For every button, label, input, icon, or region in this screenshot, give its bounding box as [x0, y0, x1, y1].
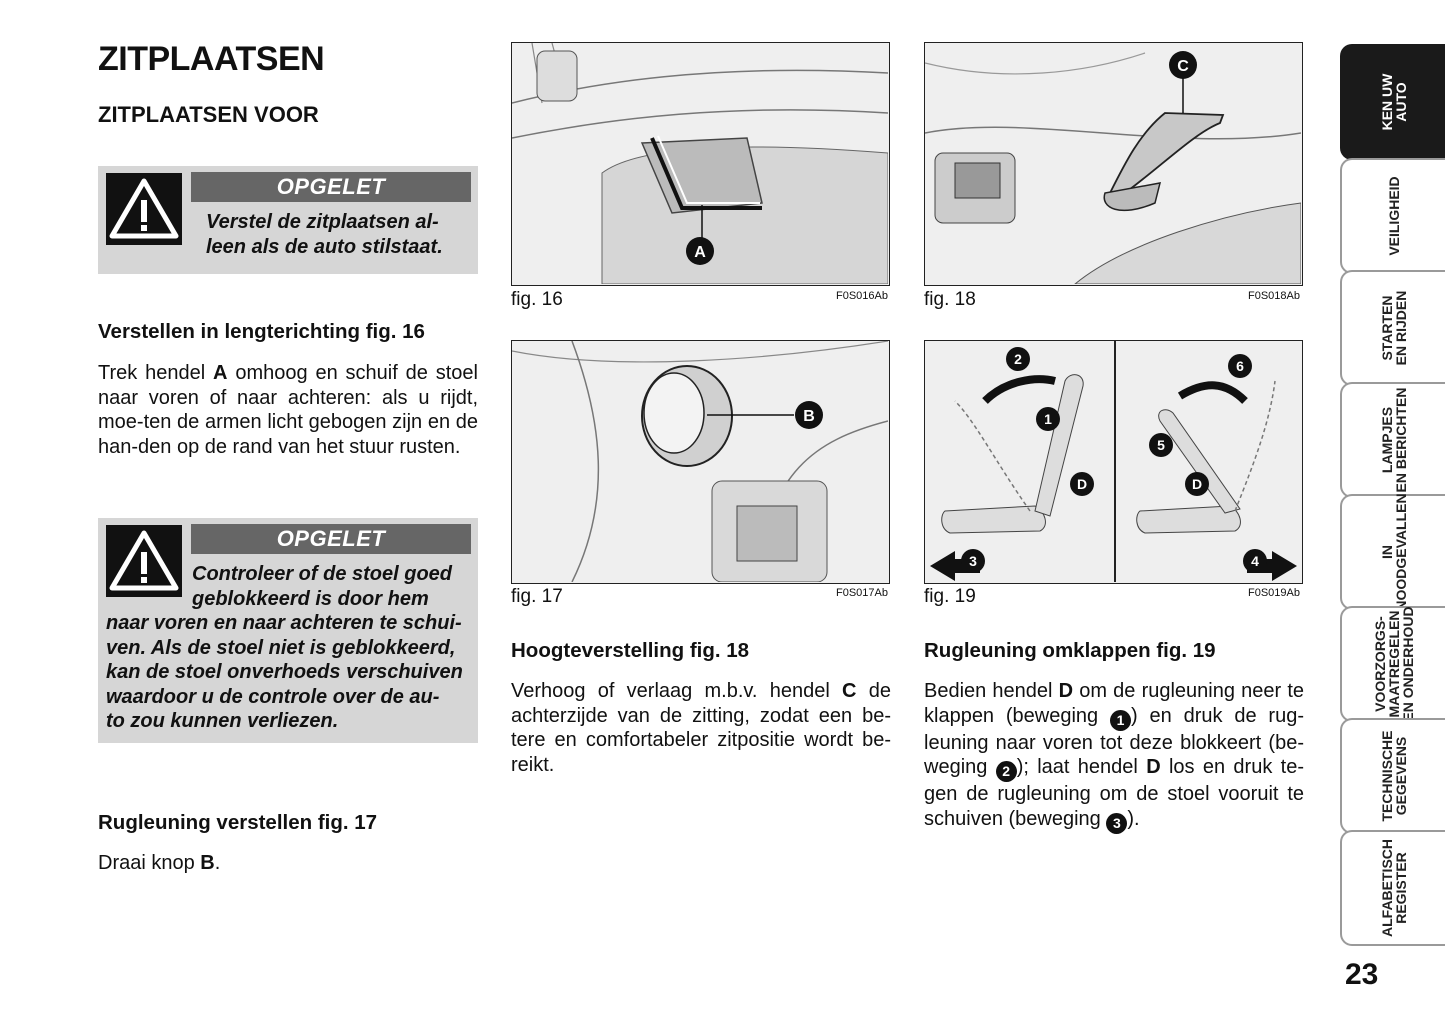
figure-label-3 — [961, 549, 985, 573]
tab-label: KEN UW AUTO — [1378, 73, 1409, 131]
heading-rugleuning-verstellen: Rugleuning verstellen fig. 17 — [98, 811, 378, 834]
warning-header: OPGELET — [191, 524, 471, 554]
tab-technische-gegevens[interactable]: TECHNISCHE GEGEVENS — [1340, 718, 1445, 834]
figure-label-1 — [1036, 407, 1060, 431]
figure-label-3-text: 3 — [969, 553, 977, 569]
step-number-badge: 1 — [1110, 709, 1132, 731]
tab-label: TECHNISCHE GEGEVENS — [1378, 730, 1409, 822]
text-lengterichting: Trek hendel A omhoog en schuif de stoel … — [98, 362, 479, 458]
warning-triangle-icon — [106, 173, 182, 245]
figure-label-a — [686, 237, 714, 265]
warning-header: OPGELET — [191, 172, 471, 202]
page-number: 23 — [1345, 958, 1379, 991]
tab-lampjes-en-berichten[interactable]: LAMPJES EN BERICHTEN — [1340, 382, 1445, 498]
caption-fig-16: fig. 16 — [511, 289, 563, 310]
figure-label-c-text: C — [1177, 58, 1189, 75]
tab-alfabetisch-register[interactable]: ALFABETISCH REGISTER — [1340, 830, 1445, 946]
text-hoogteverstelling: Verhoog of verlaag m.b.v. hendel C de ac… — [511, 680, 891, 776]
tab-label: STARTEN EN RIJDEN — [1378, 290, 1409, 366]
figure-label-4-text: 4 — [1251, 553, 1259, 569]
tab-label: LAMPJES EN BERICHTEN — [1378, 387, 1409, 493]
tab-label: ALFABETISCH REGISTER — [1378, 839, 1409, 937]
figure-label-5 — [1149, 433, 1173, 457]
figure-label-d-left — [1070, 472, 1094, 496]
tab-label: VEILIGHEID — [1385, 176, 1402, 256]
tab-voorzorgsmaatregelen[interactable]: VOORZORGS- MAATREGELEN EN ONDERHOUD — [1340, 606, 1445, 722]
tab-ken-uw-auto[interactable]: KEN UW AUTO — [1340, 44, 1445, 160]
warning-text-bottom: naar voren en naar achteren te schui- ve… — [106, 612, 463, 732]
figure-label-c — [1169, 51, 1197, 79]
heading-rugleuning-omklappen: Rugleuning omklappen fig. 19 — [924, 639, 1216, 662]
warning-box-1: OPGELET Verstel de zitplaatsen al- leen … — [98, 166, 478, 274]
figure-label-2-text: 2 — [1014, 351, 1022, 367]
warning-text-top: Controleer of de stoel goed geblokkeerd … — [192, 563, 453, 610]
figure-17: B — [511, 340, 890, 584]
figure-label-d-right — [1185, 472, 1209, 496]
figure-label-1-text: 1 — [1044, 411, 1052, 427]
tab-label: VOORZORGS- MAATREGELEN EN ONDERHOUD — [1371, 606, 1416, 722]
section-title: ZITPLAATSEN VOOR — [98, 102, 319, 127]
warning-box-2: OPGELET Controleer of de stoel goed gebl… — [98, 518, 478, 743]
figure-label-5-text: 5 — [1157, 437, 1165, 453]
heading-hoogteverstelling: Hoogteverstelling fig. 18 — [511, 639, 750, 662]
figure-16: A — [511, 42, 890, 286]
text-rugleuning-verstellen: Draai knop B. — [98, 852, 221, 874]
tab-label: IN NOODGEVALLEN — [1378, 493, 1409, 611]
warning-triangle-icon — [106, 525, 182, 597]
page-title: ZITPLAATSEN — [98, 40, 325, 78]
tab-in-noodgevallen[interactable]: IN NOODGEVALLEN — [1340, 493, 1445, 611]
caption-fig-18: fig. 18 — [924, 289, 976, 310]
step-number-badge: 2 — [995, 761, 1017, 782]
figure-19: 2 1 D 3 6 5 D 4 — [924, 340, 1303, 584]
figure-label-6 — [1228, 354, 1252, 378]
tab-starten-en-rijden[interactable]: STARTEN EN RIJDEN — [1340, 270, 1445, 386]
figure-label-6-text: 6 — [1236, 358, 1244, 374]
figure-label-d-left-text: D — [1077, 476, 1087, 492]
figure-18: C — [924, 42, 1303, 286]
code-fig-16: F0S016Ab — [836, 290, 888, 302]
warning-text: Verstel de zitplaatsen al- leen als de a… — [206, 211, 443, 258]
figure-label-2 — [1006, 347, 1030, 371]
heading-lengterichting: Verstellen in lengterichting fig. 16 — [98, 320, 425, 343]
figure-label-b — [795, 401, 823, 429]
figure-label-b-text: B — [803, 408, 815, 425]
code-fig-18: F0S018Ab — [1248, 290, 1300, 302]
arrow-right-icon — [1247, 551, 1297, 581]
code-fig-19: F0S019Ab — [1248, 587, 1300, 599]
code-fig-17: F0S017Ab — [836, 587, 888, 599]
figure-label-a-text: A — [694, 244, 706, 261]
caption-fig-19: fig. 19 — [924, 586, 976, 607]
step-number-badge: 3 — [1106, 812, 1128, 834]
caption-fig-17: fig. 17 — [511, 586, 563, 607]
text-rugleuning-omklappen: Bedien hendel D om de rugleuning neer te… — [924, 679, 1304, 834]
figure-label-d-right-text: D — [1192, 476, 1202, 492]
figure-label-4 — [1243, 549, 1267, 573]
arrow-left-icon — [930, 551, 980, 581]
tab-veiligheid[interactable]: VEILIGHEID — [1340, 158, 1445, 274]
